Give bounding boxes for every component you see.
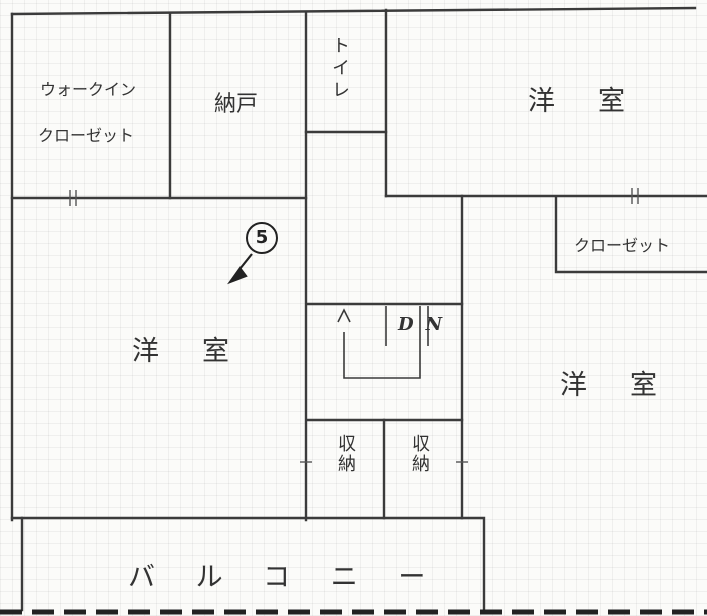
wall-balcony [10,516,486,612]
wall-closet [554,196,707,274]
balcony-label: バ ル コ ニ ー [128,562,442,593]
viewpoint-arrow [227,253,253,285]
toilet-label: トイレ [329,36,350,102]
western-room-right-label: 洋 室 [560,370,665,401]
stairs-down-label: DN [398,314,455,335]
western-room-top-right-label: 洋 室 [528,86,633,117]
walk-in-closet-label-2: クローゼット [38,126,135,145]
storage-left-label: 収納 [335,434,356,474]
door-ticks [69,188,639,463]
closet-label: クローゼット [574,236,671,255]
stairs-drawing [337,306,429,379]
western-room-left-label: 洋 室 [132,336,237,367]
walk-in-closet-label-1: ウォークイン [40,80,137,99]
viewpoint-5-marker: 5 [246,222,278,254]
outer-wall-top [10,6,697,16]
storage-room-label: 納戸 [214,92,259,117]
storage-right-label: 収納 [409,434,430,474]
